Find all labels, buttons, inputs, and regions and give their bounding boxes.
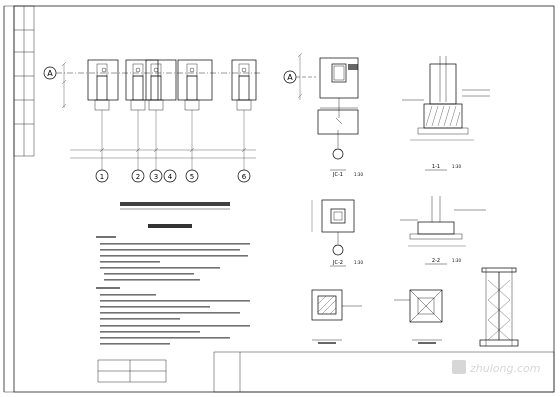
svg-text:3: 3 xyxy=(154,173,158,181)
axis-bubble-5 xyxy=(185,169,199,183)
foundation-plan: A xyxy=(43,59,260,183)
plan-title-marks xyxy=(120,202,230,210)
detail-jc-2: JC-2 1:30 xyxy=(311,199,363,267)
notes-title-mark xyxy=(148,224,192,228)
jc1-scale: 1:30 xyxy=(354,172,363,177)
jc1-label: JC-1 xyxy=(332,172,343,178)
axis-bubble-3 xyxy=(149,169,163,183)
svg-text:5: 5 xyxy=(190,173,194,181)
axis-bubble-4 xyxy=(163,169,177,183)
axis-bubble-6 xyxy=(237,169,251,183)
section-2-2: 2-2 1:30 xyxy=(400,196,486,265)
notes-lines xyxy=(96,236,250,345)
svg-text:4: 4 xyxy=(168,173,173,181)
countersign-table xyxy=(13,5,35,157)
title-block xyxy=(213,351,555,393)
svg-text:A: A xyxy=(287,73,293,82)
jc2-axis-bubble xyxy=(332,244,344,256)
svg-text:2: 2 xyxy=(136,173,140,181)
design-notes xyxy=(96,224,250,383)
detail-bottom-middle xyxy=(394,289,443,344)
jc1-axis-bubble xyxy=(332,148,344,160)
section-2-2-label: 2-2 xyxy=(432,258,440,264)
svg-text:1: 1 xyxy=(100,173,104,181)
axis-bubble-2 xyxy=(131,169,145,183)
column-footings xyxy=(87,59,257,111)
section-1-1-scale: 1:30 xyxy=(452,164,461,169)
section-1-1: 1-1 1:30 xyxy=(402,56,490,171)
watermark-text: zhulong.com xyxy=(469,362,540,375)
sheet-border xyxy=(13,5,555,393)
section-2-2-scale: 1:30 xyxy=(452,258,461,263)
axis-label-A: A xyxy=(47,69,53,78)
steel-column-detail xyxy=(479,267,519,347)
column-elevation: A xyxy=(283,52,359,125)
detail-jc-1: JC-1 1:30 xyxy=(317,109,363,178)
axis-bubble-1 xyxy=(95,169,109,183)
section-1-1-label: 1-1 xyxy=(432,164,440,170)
jc2-scale: 1:30 xyxy=(354,260,363,265)
jc2-label: JC-2 xyxy=(332,260,343,266)
column-axis-bubbles: 1 2 3 4 5 6 xyxy=(95,169,251,183)
svg-text:6: 6 xyxy=(242,173,247,181)
watermark-logo-icon xyxy=(452,360,466,374)
watermark: zhulong.com xyxy=(452,360,540,375)
detail-bottom-left xyxy=(311,289,362,344)
